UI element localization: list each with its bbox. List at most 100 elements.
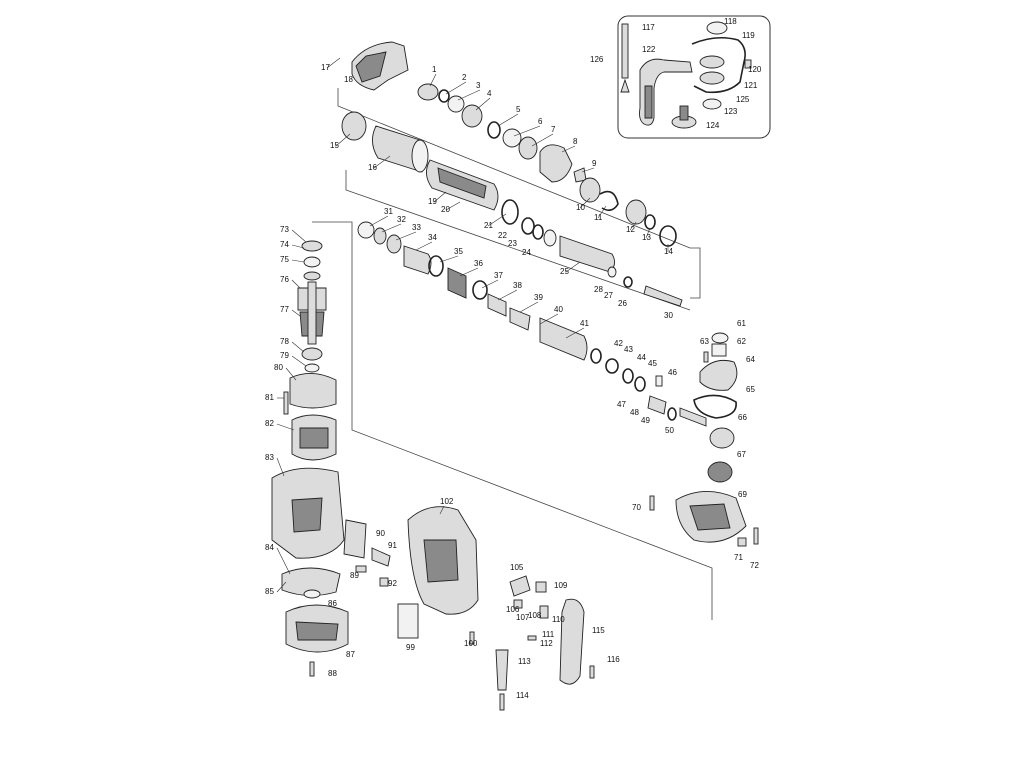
part-label-110: 110 (552, 615, 565, 624)
crank-housing-assembly (649, 332, 759, 547)
part-label-7: 7 (551, 125, 556, 134)
part-label-74: 74 (280, 240, 289, 249)
motor-housing (271, 467, 391, 677)
part-label-44: 44 (637, 353, 646, 362)
part-label-75: 75 (280, 255, 289, 264)
part-label-63: 63 (700, 337, 709, 346)
part-label-65: 65 (746, 385, 755, 394)
part-label-125: 125 (736, 95, 750, 104)
part-label-119: 119 (742, 31, 755, 40)
assembly-guide-lines (312, 88, 713, 620)
part-label-47: 47 (617, 400, 626, 409)
part-label-87: 87 (346, 650, 355, 659)
part-label-126: 126 (590, 55, 604, 64)
part-label-24: 24 (522, 248, 531, 257)
part-label-124: 124 (706, 121, 720, 130)
part-label-16: 16 (368, 163, 377, 172)
part-label-67: 67 (737, 450, 746, 459)
part-label-28: 28 (594, 285, 603, 294)
part-label-40: 40 (554, 305, 563, 314)
side-handle-grip (639, 58, 693, 126)
part-label-30: 30 (664, 311, 673, 320)
part-label-83: 83 (265, 453, 274, 462)
part-label-102: 102 (440, 497, 454, 506)
barrel-and-cylinder (341, 111, 683, 307)
part-label-42: 42 (614, 339, 623, 348)
part-label-120: 120 (748, 65, 762, 74)
part-label-36: 36 (474, 259, 483, 268)
part-label-64: 64 (746, 355, 755, 364)
part-label-77: 77 (280, 305, 289, 314)
part-label-5: 5 (516, 105, 521, 114)
part-label-118: 118 (724, 17, 737, 26)
part-label-122: 122 (642, 45, 656, 54)
side-handle-clamp-band (671, 21, 752, 129)
part-label-61: 61 (737, 319, 746, 328)
part-label-38: 38 (513, 281, 522, 290)
part-label-88: 88 (328, 669, 337, 678)
part-label-19: 19 (428, 197, 437, 206)
part-label-70: 70 (632, 503, 641, 512)
part-label-123: 123 (724, 107, 738, 116)
part-label-31: 31 (384, 207, 393, 216)
part-label-37: 37 (494, 271, 503, 280)
part-label-6: 6 (538, 117, 543, 126)
part-label-115: 115 (592, 626, 605, 635)
part-label-3: 3 (476, 81, 481, 90)
part-label-20: 20 (441, 205, 450, 214)
part-label-99: 99 (406, 643, 415, 652)
part-label-39: 39 (534, 293, 543, 302)
part-label-109: 109 (554, 581, 568, 590)
part-label-107: 107 (516, 613, 530, 622)
part-label-62: 62 (737, 337, 746, 346)
part-label-66: 66 (738, 413, 747, 422)
part-label-116: 116 (607, 655, 620, 664)
part-label-106: 106 (506, 605, 520, 614)
motor-assembly (283, 240, 337, 461)
part-label-85: 85 (265, 587, 274, 596)
part-label-112: 112 (540, 639, 553, 648)
part-label-45: 45 (648, 359, 657, 368)
part-label-79: 79 (280, 351, 289, 360)
part-label-100: 100 (464, 639, 478, 648)
part-label-117: 117 (642, 23, 655, 32)
part-label-15: 15 (330, 141, 339, 150)
part-label-111: 111 (542, 630, 555, 639)
part-label-86: 86 (328, 599, 337, 608)
part-label-114: 114 (516, 691, 529, 700)
part-label-72: 72 (750, 561, 759, 570)
part-label-14: 14 (664, 247, 673, 256)
part-label-50: 50 (665, 426, 674, 435)
part-label-91: 91 (388, 541, 397, 550)
part-label-12: 12 (626, 225, 635, 234)
part-label-46: 46 (668, 368, 677, 377)
part-label-11: 11 (594, 213, 603, 222)
part-label-34: 34 (428, 233, 437, 242)
part-label-1: 1 (432, 65, 437, 74)
part-number-labels: 1718123456789151619202122232410111213142… (265, 17, 762, 700)
part-label-82: 82 (265, 419, 274, 428)
part-label-10: 10 (576, 203, 585, 212)
part-label-25: 25 (560, 267, 569, 276)
part-label-89: 89 (350, 571, 359, 580)
part-label-4: 4 (487, 89, 492, 98)
part-label-9: 9 (592, 159, 597, 168)
part-label-18: 18 (344, 75, 353, 84)
part-label-78: 78 (280, 337, 289, 346)
part-label-21: 21 (484, 221, 493, 230)
part-label-22: 22 (498, 231, 507, 240)
part-label-49: 49 (641, 416, 650, 425)
part-label-26: 26 (618, 299, 627, 308)
part-label-90: 90 (376, 529, 385, 538)
part-label-92: 92 (388, 579, 397, 588)
handle-housing (397, 506, 595, 711)
part-label-71: 71 (734, 553, 743, 562)
part-label-8: 8 (573, 137, 578, 146)
part-label-13: 13 (642, 233, 651, 242)
part-label-113: 113 (518, 657, 531, 666)
part-label-48: 48 (630, 408, 639, 417)
part-label-80: 80 (274, 363, 283, 372)
tool-holder-assembly (351, 41, 587, 183)
part-label-105: 105 (510, 563, 524, 572)
part-label-35: 35 (454, 247, 463, 256)
